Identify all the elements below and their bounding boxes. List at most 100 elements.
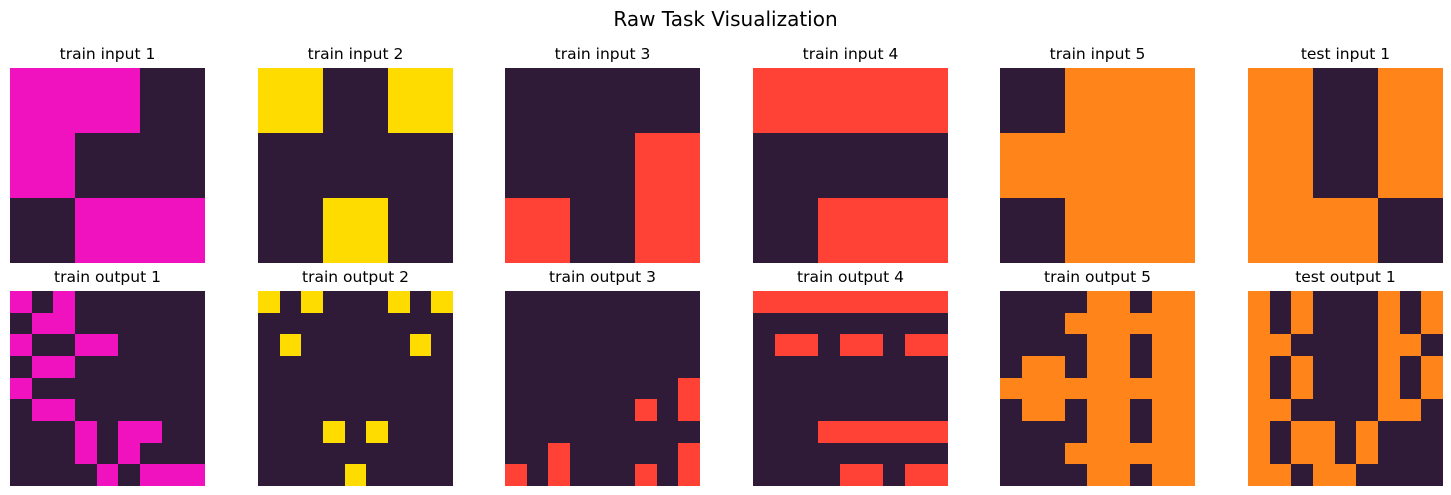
- grid-cell: [839, 399, 862, 421]
- grid-cell: [301, 377, 323, 400]
- grid-cell: [139, 355, 162, 378]
- grid-cell: [74, 334, 97, 356]
- grid-cell: [10, 464, 32, 486]
- grid-cell: [1313, 68, 1378, 133]
- grid-cell: [818, 198, 883, 263]
- grid-cell: [1108, 420, 1130, 443]
- grid-cell: [505, 355, 527, 378]
- grid-cell: [74, 377, 97, 400]
- grid-cell: [366, 291, 388, 313]
- color-grid: [258, 291, 453, 486]
- grid-cell: [656, 464, 679, 486]
- panel-title: train input 2: [307, 45, 404, 63]
- grid-cell: [1064, 464, 1087, 486]
- grid-cell: [678, 377, 700, 400]
- grid-cell: [118, 377, 140, 400]
- grid-cell: [774, 399, 797, 421]
- grid-cell: [96, 312, 119, 335]
- grid-cell: [140, 133, 205, 198]
- grid-cell: [1129, 377, 1152, 400]
- grid-cell: [409, 420, 432, 443]
- grid-cell: [1108, 355, 1130, 378]
- grid-cell: [1129, 334, 1152, 356]
- grid-cell: [301, 420, 323, 443]
- grid-cell: [344, 312, 367, 335]
- grid-cell: [1108, 442, 1130, 465]
- grid-cell: [366, 312, 388, 335]
- grid-cell: [1291, 399, 1313, 421]
- grid-cell: [140, 198, 205, 263]
- grid-cell: [505, 420, 527, 443]
- panel-title: train output 5: [1044, 268, 1151, 286]
- grid-cell: [118, 420, 140, 443]
- grid-cell: [1421, 442, 1443, 465]
- grid-cell: [161, 464, 184, 486]
- grid-cell: [1043, 464, 1065, 486]
- grid-cell: [1291, 377, 1313, 400]
- grid-cell: [1399, 377, 1422, 400]
- grid-cell: [161, 291, 184, 313]
- grid-cell: [569, 355, 592, 378]
- grid-cell: [883, 68, 948, 133]
- grid-cell: [1043, 377, 1065, 400]
- grid-cell: [505, 464, 527, 486]
- grid-cell: [817, 355, 840, 378]
- grid-cell: [656, 442, 679, 465]
- grid-cell: [1000, 312, 1022, 335]
- grid-cell: [1248, 133, 1313, 198]
- grid-cell: [1377, 399, 1400, 421]
- grid-cell: [753, 291, 775, 313]
- grid-cell: [161, 355, 184, 378]
- grid-cell: [1000, 291, 1022, 313]
- grid-cell: [258, 442, 280, 465]
- grid-cell: [1043, 312, 1065, 335]
- grid-cell: [322, 291, 345, 313]
- grid-cell: [883, 198, 948, 263]
- grid-cell: [322, 442, 345, 465]
- grid-cell: [1291, 420, 1313, 443]
- grid-cell: [53, 420, 75, 443]
- grid-cell: [31, 420, 54, 443]
- grid-cell: [1086, 355, 1109, 378]
- grid-cell: [753, 312, 775, 335]
- grid-cell: [613, 420, 635, 443]
- grid-cell: [1269, 464, 1292, 486]
- grid-cell: [431, 291, 453, 313]
- grid-cell: [388, 133, 453, 198]
- grid-cell: [344, 291, 367, 313]
- grid-cell: [1173, 334, 1195, 356]
- grid-cell: [1064, 420, 1087, 443]
- grid-cell: [1377, 312, 1400, 335]
- grid-cell: [31, 464, 54, 486]
- grid-cell: [839, 334, 862, 356]
- grid-cell: [926, 442, 948, 465]
- grid-cell: [1129, 442, 1152, 465]
- grid-cell: [1173, 464, 1195, 486]
- grid-cell: [10, 399, 32, 421]
- grid-cell: [548, 377, 570, 400]
- grid-cell: [613, 464, 635, 486]
- grid-cell: [409, 399, 432, 421]
- grid-cell: [656, 291, 679, 313]
- grid-cell: [505, 442, 527, 465]
- grid-cell: [1043, 291, 1065, 313]
- grid-cell: [1043, 442, 1065, 465]
- grid-cell: [861, 442, 883, 465]
- grid-cell: [409, 355, 432, 378]
- grid-cell: [656, 312, 679, 335]
- color-grid: [1000, 291, 1195, 486]
- grid-cell: [344, 334, 367, 356]
- grid-cell: [53, 464, 75, 486]
- grid-cell: [570, 133, 635, 198]
- grid-cell: [1151, 377, 1174, 400]
- grid-cell: [1356, 399, 1378, 421]
- grid-cell: [1000, 334, 1022, 356]
- grid-cell: [258, 377, 280, 400]
- grid-cell: [431, 464, 453, 486]
- grid-cell: [839, 291, 862, 313]
- grid-cell: [1021, 355, 1044, 378]
- grid-cell: [1421, 377, 1443, 400]
- grid-cell: [1313, 133, 1378, 198]
- grid-cell: [75, 133, 140, 198]
- grid-cell: [1291, 291, 1313, 313]
